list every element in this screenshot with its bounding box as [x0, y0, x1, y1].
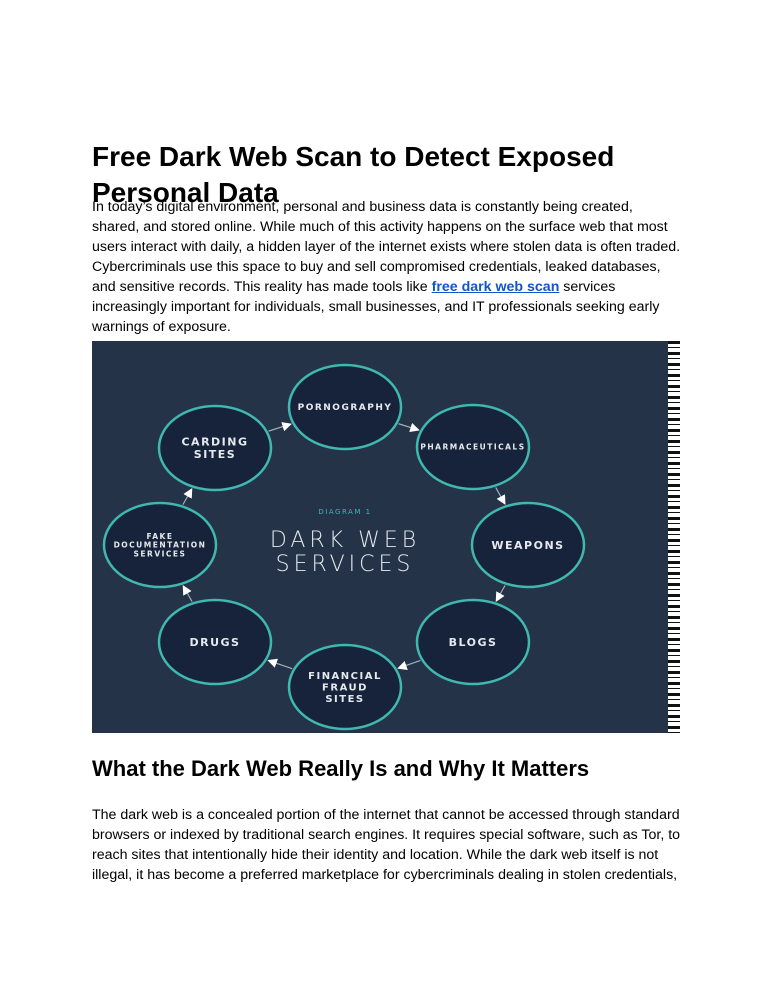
node-label: SITES — [325, 694, 364, 705]
node-circle — [287, 643, 403, 731]
dark-web-services-diagram: PORNOGRAPHY PHARMACEUTICALS WEAPONS BLOGS FI… — [92, 341, 668, 733]
node-label: FINANCIAL — [308, 671, 382, 682]
node-label: CARDING — [181, 436, 248, 449]
flow-arrow — [268, 422, 292, 432]
flow-arrow — [267, 658, 293, 670]
diagram-node: DRUGS — [157, 598, 273, 686]
node-circle — [415, 403, 531, 491]
flow-arrow — [495, 487, 506, 505]
diagram-title-line1: DARK WEB — [270, 528, 420, 553]
node-label: PHARMACEUTICALS — [420, 443, 525, 452]
node-label: DRUGS — [190, 636, 241, 649]
node-circle — [470, 501, 586, 589]
node-circle — [287, 363, 403, 451]
page-title: Free Dark Web Scan to Detect Exposed Per… — [92, 141, 615, 208]
diagram-node: PHARMACEUTICALS — [415, 403, 531, 491]
image-edge-artifact — [668, 341, 680, 733]
diagram-canvas: PORNOGRAPHY PHARMACEUTICALS WEAPONS BLOGS FI… — [102, 363, 586, 731]
diagram-node: PORNOGRAPHY — [287, 363, 403, 451]
diagram-label: DIAGRAM 1 — [318, 508, 371, 516]
flow-arrow — [182, 488, 193, 505]
flow-arrow — [397, 659, 421, 670]
flow-arrow — [398, 422, 420, 433]
node-label: BLOGS — [449, 636, 498, 649]
intro-text-end: services increasingly important for indi… — [92, 279, 660, 335]
free-dark-web-scan-link[interactable]: free dark web scan — [431, 279, 560, 295]
node-label: DOCUMENTATION — [114, 541, 207, 550]
flow-arrow — [182, 585, 193, 602]
node-circle — [102, 501, 218, 589]
diagram-node: WEAPONS — [470, 501, 586, 589]
node-label: PORNOGRAPHY — [298, 403, 393, 413]
section-heading: What the Dark Web Really Is and Why It M… — [92, 756, 590, 781]
diagram-node: BLOGS — [415, 598, 531, 686]
intro-paragraph: In today’s digital environment, personal… — [92, 197, 682, 337]
node-label: SERVICES — [134, 549, 187, 558]
node-label: WEAPONS — [491, 539, 564, 552]
node-label: SITES — [194, 448, 236, 461]
diagram-title-line2: SERVICES — [276, 552, 415, 577]
intro-text: In today’s digital environment, personal… — [92, 199, 681, 295]
node-circle — [157, 598, 273, 686]
node-circle — [415, 598, 531, 686]
node-circle — [157, 404, 273, 492]
flow-arrow — [495, 585, 506, 602]
section-paragraph: The dark web is a concealed portion of t… — [92, 807, 681, 883]
node-label: FRAUD — [322, 683, 368, 694]
node-label: FAKE — [146, 532, 173, 541]
